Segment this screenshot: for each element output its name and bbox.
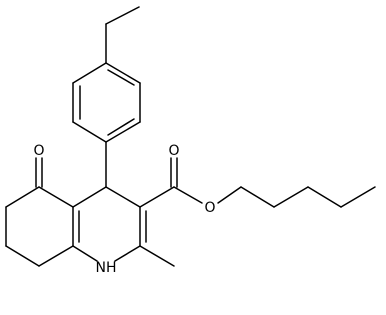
bond	[139, 186, 175, 208]
bond	[72, 121, 107, 143]
cyclohexenone-ring	[5, 186, 74, 267]
ethyl-group	[105, 6, 140, 64]
bond	[340, 186, 376, 208]
bond	[217, 186, 242, 204]
bond	[5, 245, 40, 267]
pentyl-chain	[217, 186, 376, 208]
ester-carbonyl-oxygen-label: O	[168, 143, 179, 159]
bond	[173, 186, 203, 204]
bond	[107, 69, 135, 86]
ester-group	[139, 157, 203, 208]
bond	[38, 245, 74, 267]
bond	[72, 186, 107, 208]
bond	[38, 186, 74, 208]
bond	[107, 118, 135, 136]
bond	[72, 62, 107, 84]
bond	[105, 186, 141, 208]
bond	[273, 186, 309, 208]
bond	[240, 186, 275, 208]
bond	[139, 245, 175, 267]
ketone-group	[35, 157, 43, 188]
bond	[72, 245, 98, 262]
bond	[105, 121, 141, 143]
bond	[114, 245, 141, 262]
bond	[307, 186, 342, 208]
dihydropyridine-ring	[72, 186, 147, 262]
bond	[5, 186, 40, 208]
atom-labels: O O O NH	[33, 143, 215, 276]
ring-nitrogen-label: NH	[96, 260, 117, 276]
bond	[105, 6, 140, 25]
ester-oxygen-label: O	[204, 200, 215, 216]
bond	[105, 62, 141, 84]
benzene-ring	[72, 62, 141, 143]
ketone-oxygen-label: O	[33, 143, 44, 159]
